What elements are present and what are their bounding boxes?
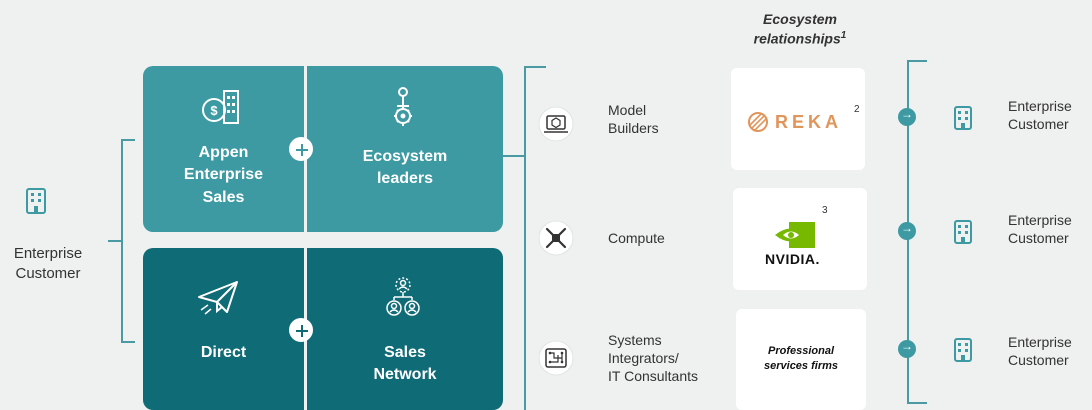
paper-plane-icon bbox=[197, 280, 239, 321]
building-icon bbox=[952, 106, 974, 135]
ecosystem-leaders-label: Ecosystem leaders bbox=[362, 148, 448, 188]
circuit-icon bbox=[538, 340, 574, 381]
right-customer-label-2: Enterprise Customer bbox=[1008, 212, 1072, 247]
direct-label: Direct bbox=[200, 344, 247, 361]
right-customer-label-1: Enterprise Customer bbox=[1008, 98, 1072, 133]
compute-label: Compute bbox=[608, 230, 665, 246]
plus-icon-top bbox=[289, 137, 313, 161]
appen-enterprise-sales-label: Appen Enterprise Sales bbox=[183, 144, 264, 206]
right-customer-label-3: Enterprise Customer bbox=[1008, 334, 1072, 369]
model-builder-icon bbox=[538, 106, 574, 147]
professional-services-card: Professional services firms bbox=[736, 309, 866, 410]
systems-integrators-label: Systems Integrators/ IT Consultants bbox=[608, 332, 699, 385]
sales-network-label: Sales Network bbox=[373, 344, 437, 384]
mid-bracket-top bbox=[524, 66, 546, 68]
reka-logo-icon bbox=[748, 112, 768, 132]
ecosystem-leader-icon bbox=[388, 86, 418, 133]
building-icon bbox=[952, 338, 974, 367]
right-bracket-bottom bbox=[907, 402, 927, 404]
right-bracket-top bbox=[907, 60, 927, 62]
direct-network-panel: Direct Sales Network bbox=[143, 248, 503, 410]
nvidia-wordmark: NVIDIA. bbox=[765, 251, 820, 267]
reka-logo-card: REKA 2 bbox=[731, 68, 865, 170]
left-bracket-bottom bbox=[121, 341, 135, 343]
nvidia-footnote: 3 bbox=[822, 205, 828, 216]
compute-chip-icon bbox=[538, 220, 574, 261]
plus-icon-bottom bbox=[289, 318, 313, 342]
sales-network-icon bbox=[383, 276, 423, 325]
mid-bracket-stem bbox=[503, 155, 525, 157]
left-bracket-stem bbox=[108, 240, 122, 242]
nvidia-logo-card: NVIDIA. 3 bbox=[733, 188, 867, 290]
nvidia-eye-icon bbox=[775, 222, 815, 248]
mid-bracket bbox=[524, 66, 526, 410]
left-bracket bbox=[121, 139, 123, 342]
building-icon bbox=[24, 188, 48, 214]
ecosystem-title: Ecosystem relationships1 bbox=[753, 11, 847, 47]
professional-services-label: Professional services firms bbox=[764, 345, 838, 373]
arrow-right-icon bbox=[898, 107, 916, 126]
enterprise-sales-icon: $ bbox=[201, 88, 241, 131]
reka-wordmark: REKA bbox=[775, 112, 843, 132]
arrow-right-icon bbox=[898, 221, 916, 240]
svg-text:$: $ bbox=[210, 103, 218, 118]
model-builders-label: Model Builders bbox=[608, 102, 659, 137]
left-bracket-top bbox=[121, 139, 135, 141]
partner-sales-panel: $ Appen Enterprise Sales Ecosystem leade… bbox=[143, 66, 503, 232]
arrow-right-icon bbox=[898, 339, 916, 358]
reka-footnote: 2 bbox=[854, 104, 860, 115]
left-customer-label: Enterprise Customer bbox=[13, 245, 83, 282]
building-icon bbox=[952, 220, 974, 249]
